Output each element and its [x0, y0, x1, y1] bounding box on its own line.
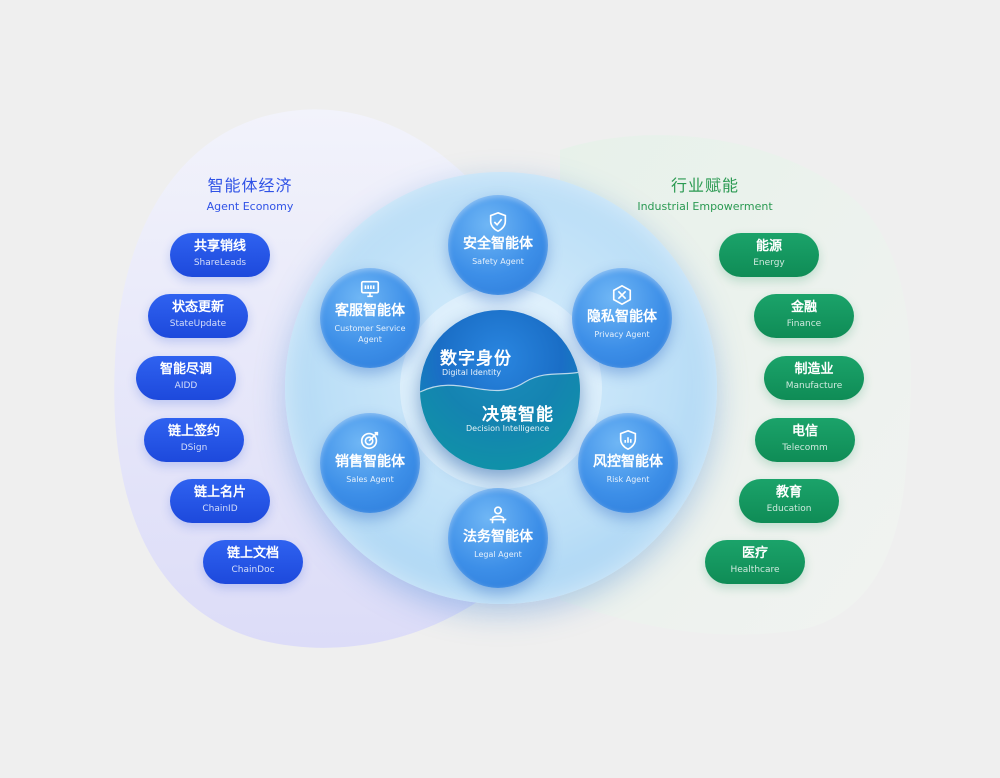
shield-check-icon: [489, 211, 507, 233]
agent-customer-service[interactable]: 客服智能体 Customer Service Agent: [320, 268, 420, 368]
pill-sublabel: ShareLeads: [193, 258, 247, 268]
core-subtitle-decision: Decision Intelligence: [466, 424, 550, 433]
pill-state-update[interactable]: 状态更新 StateUpdate: [148, 294, 248, 338]
left-section-title: 智能体经济: [207, 176, 293, 195]
left-section-heading: 智能体经济 Agent Economy: [200, 172, 300, 213]
core-circle: 数字身份 Digital Identity 决策智能 Decision Inte…: [420, 310, 580, 470]
pill-share-leads[interactable]: 共享销线 ShareLeads: [170, 233, 270, 277]
pill-manufacture[interactable]: 制造业 Manufacture: [764, 356, 864, 400]
pill-label: 金融: [790, 300, 817, 315]
agent-title: 风控智能体: [593, 454, 663, 470]
pill-label: 能源: [755, 239, 782, 254]
left-section-subtitle: Agent Economy: [206, 200, 294, 213]
agent-subtitle: Sales Agent: [346, 475, 394, 484]
pill-sublabel: ChainDoc: [231, 565, 275, 575]
pill-label: 链上签约: [167, 424, 220, 439]
core-divider-wave: [420, 371, 580, 470]
agent-subtitle: Customer Service Agent: [334, 324, 406, 344]
pill-label: 教育: [775, 485, 802, 500]
pill-label: 智能尽调: [159, 362, 212, 377]
pill-sublabel: AIDD: [174, 381, 198, 391]
agent-title: 销售智能体: [335, 454, 405, 470]
pill-sublabel: StateUpdate: [169, 319, 227, 329]
pill-dsign[interactable]: 链上签约 DSign: [144, 418, 244, 462]
target-icon: [360, 431, 379, 450]
pill-sublabel: ChainID: [202, 504, 238, 514]
agent-subtitle: Privacy Agent: [594, 330, 650, 339]
pill-label: 链上名片: [193, 485, 246, 500]
shield-chart-icon: [619, 429, 637, 451]
pill-label: 状态更新: [171, 300, 224, 315]
pill-label: 制造业: [794, 362, 834, 377]
agent-title: 安全智能体: [463, 236, 533, 252]
agent-title: 客服智能体: [335, 303, 405, 319]
person-desk-icon: [489, 506, 507, 524]
cross-box-icon: [612, 284, 632, 306]
agent-title: 隐私智能体: [587, 309, 657, 325]
pill-sublabel: Education: [766, 504, 812, 514]
pill-chain-id[interactable]: 链上名片 ChainID: [170, 479, 270, 523]
monitor-icon: [360, 280, 380, 298]
pill-chain-doc[interactable]: 链上文档 ChainDoc: [203, 540, 303, 584]
pill-sublabel: Finance: [786, 319, 822, 329]
agent-safety[interactable]: 安全智能体 Safety Agent: [448, 195, 548, 295]
pill-label: 链上文档: [226, 546, 279, 561]
pill-finance[interactable]: 金融 Finance: [754, 294, 854, 338]
right-section-title: 行业赋能: [670, 176, 739, 195]
agent-privacy[interactable]: 隐私智能体 Privacy Agent: [572, 268, 672, 368]
core-title-decision: 决策智能: [482, 405, 554, 425]
pill-sublabel: Telecomm: [782, 443, 828, 453]
pill-label: 医疗: [741, 546, 768, 561]
core-title-identity: 数字身份: [440, 349, 512, 369]
agent-subtitle: Safety Agent: [472, 257, 524, 266]
pill-sublabel: Energy: [753, 258, 785, 268]
pill-aidd[interactable]: 智能尽调 AIDD: [136, 356, 236, 400]
agent-subtitle: Risk Agent: [606, 475, 650, 484]
pill-healthcare[interactable]: 医疗 Healthcare: [705, 540, 805, 584]
pill-sublabel: Healthcare: [730, 565, 780, 575]
pill-sublabel: DSign: [180, 443, 208, 453]
core-subtitle-identity: Digital Identity: [442, 368, 502, 377]
pill-label: 共享销线: [193, 239, 246, 254]
agent-legal[interactable]: 法务智能体 Legal Agent: [448, 488, 548, 588]
pill-energy[interactable]: 能源 Energy: [719, 233, 819, 277]
agent-sales[interactable]: 销售智能体 Sales Agent: [320, 413, 420, 513]
right-section-heading: 行业赋能 Industrial Empowerment: [620, 172, 790, 213]
pill-education[interactable]: 教育 Education: [739, 479, 839, 523]
agent-title: 法务智能体: [463, 529, 533, 545]
pill-label: 电信: [791, 424, 818, 439]
pill-telecomm[interactable]: 电信 Telecomm: [755, 418, 855, 462]
right-section-subtitle: Industrial Empowerment: [637, 200, 773, 213]
pill-sublabel: Manufacture: [785, 381, 843, 391]
agent-subtitle: Legal Agent: [474, 550, 522, 559]
agent-risk[interactable]: 风控智能体 Risk Agent: [578, 413, 678, 513]
